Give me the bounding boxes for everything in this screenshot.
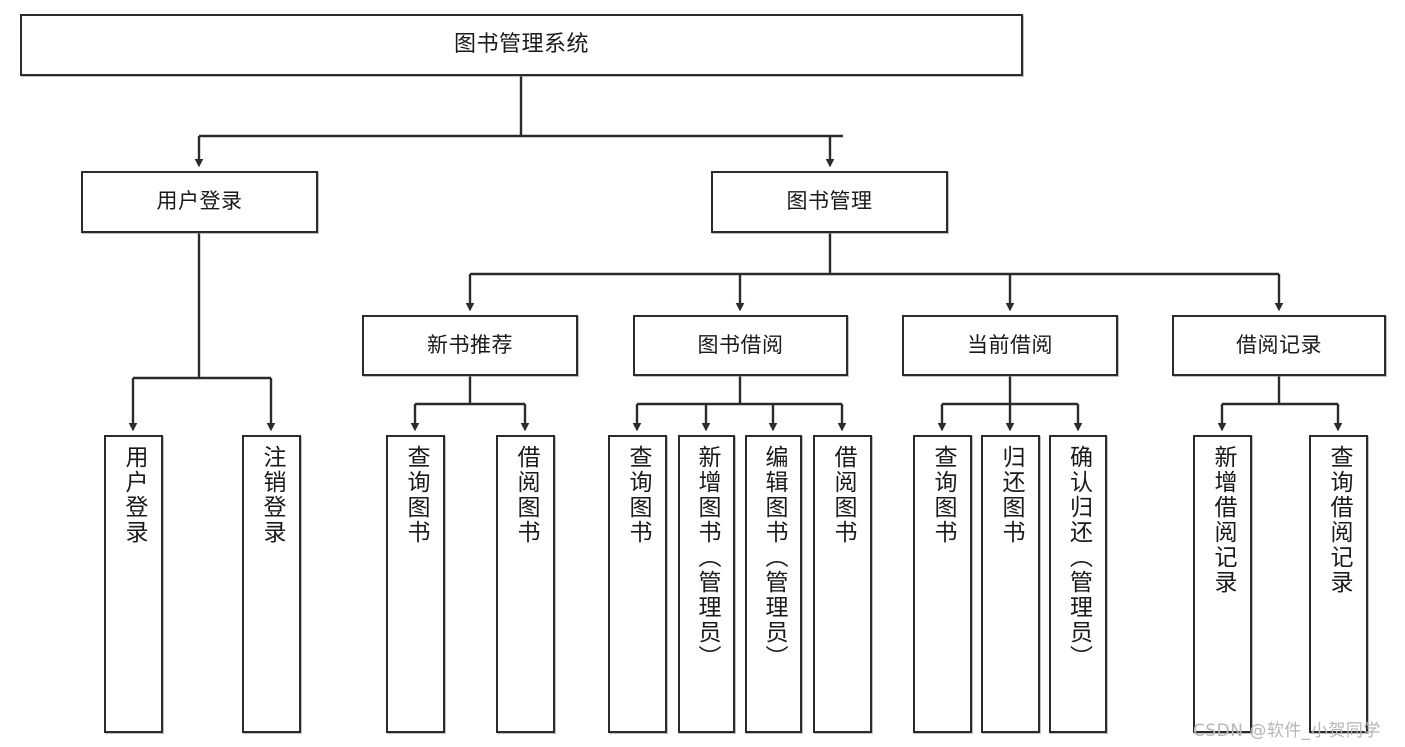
node-leaf-add-record-label: 新增借阅记录 bbox=[1210, 445, 1236, 595]
node-book-borrow-label: 图书借阅 bbox=[697, 332, 784, 357]
node-leaf-query-record-label: 查询借阅记录 bbox=[1326, 445, 1352, 595]
node-leaf-query-book-1[interactable]: 查询图书 bbox=[386, 435, 445, 733]
node-leaf-logout-label: 注销登录 bbox=[259, 445, 285, 545]
node-leaf-borrow-book-2-label: 借阅图书 bbox=[830, 445, 856, 545]
node-root-label: 图书管理系统 bbox=[453, 31, 589, 57]
node-leaf-query-book-3[interactable]: 查询图书 bbox=[913, 435, 972, 733]
node-user-login[interactable]: 用户登录 bbox=[81, 171, 318, 233]
node-leaf-add-book[interactable]: 新增图书（管理员） bbox=[678, 435, 735, 733]
node-leaf-user-login[interactable]: 用户登录 bbox=[104, 435, 163, 733]
node-leaf-query-book-2-label: 查询图书 bbox=[625, 445, 651, 545]
watermark-text: CSDN @软件_小贺同学 bbox=[1193, 721, 1381, 741]
node-leaf-logout[interactable]: 注销登录 bbox=[242, 435, 301, 733]
node-leaf-borrow-book-1[interactable]: 借阅图书 bbox=[496, 435, 555, 733]
node-current-borrow-label: 当前借阅 bbox=[967, 332, 1053, 357]
node-leaf-return-book[interactable]: 归还图书 bbox=[981, 435, 1040, 733]
node-leaf-query-book-1-label: 查询图书 bbox=[403, 445, 429, 545]
node-user-login-label: 用户登录 bbox=[156, 189, 243, 214]
node-leaf-add-record[interactable]: 新增借阅记录 bbox=[1193, 435, 1252, 733]
node-leaf-edit-book-label: 编辑图书（管理员） bbox=[761, 445, 787, 670]
node-book-borrow[interactable]: 图书借阅 bbox=[633, 315, 848, 376]
node-leaf-confirm-return-label: 确认归还（管理员） bbox=[1065, 445, 1092, 670]
node-borrow-record[interactable]: 借阅记录 bbox=[1172, 315, 1386, 376]
node-leaf-add-book-label: 新增图书（管理员） bbox=[694, 445, 720, 670]
node-leaf-query-record[interactable]: 查询借阅记录 bbox=[1309, 435, 1368, 733]
node-new-book-recommend-label: 新书推荐 bbox=[427, 332, 513, 357]
node-leaf-confirm-return[interactable]: 确认归还（管理员） bbox=[1049, 435, 1107, 733]
node-book-manage-label: 图书管理 bbox=[786, 189, 873, 214]
node-leaf-edit-book[interactable]: 编辑图书（管理员） bbox=[745, 435, 802, 733]
node-leaf-user-login-label: 用户登录 bbox=[121, 445, 147, 545]
node-root[interactable]: 图书管理系统 bbox=[20, 14, 1023, 76]
node-leaf-return-book-label: 归还图书 bbox=[998, 445, 1024, 545]
node-leaf-query-book-2[interactable]: 查询图书 bbox=[608, 435, 667, 733]
node-borrow-record-label: 借阅记录 bbox=[1236, 332, 1322, 357]
node-current-borrow[interactable]: 当前借阅 bbox=[902, 315, 1118, 376]
node-leaf-borrow-book-2[interactable]: 借阅图书 bbox=[813, 435, 872, 733]
node-leaf-query-book-3-label: 查询图书 bbox=[930, 445, 956, 545]
node-book-manage[interactable]: 图书管理 bbox=[711, 171, 948, 233]
node-new-book-recommend[interactable]: 新书推荐 bbox=[362, 315, 578, 376]
node-leaf-borrow-book-1-label: 借阅图书 bbox=[513, 445, 539, 545]
